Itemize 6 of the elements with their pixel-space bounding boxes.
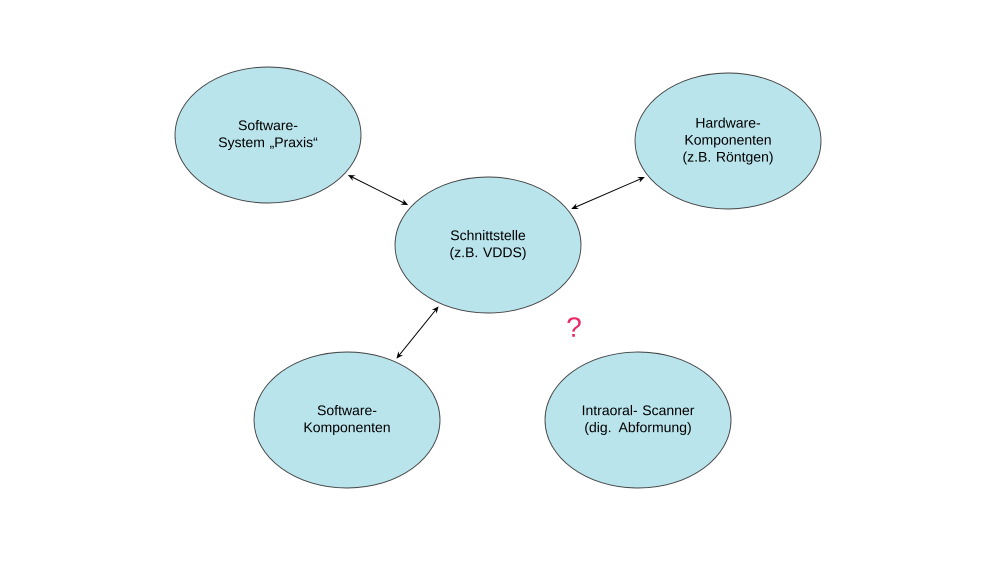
ellipse-node: Software- Komponenten xyxy=(254,352,440,488)
question-mark: ? xyxy=(567,317,581,337)
ellipse-node: Schnittstelle (z.B. VDDS) xyxy=(394,176,582,314)
ellipse-node: Software- System „Praxis“ xyxy=(174,66,362,204)
ellipse-node: Intraoral- Scanner (dig. Abformung) xyxy=(544,352,732,488)
ellipse-node: Hardware- Komponenten (z.B. Röntgen) xyxy=(634,72,822,210)
